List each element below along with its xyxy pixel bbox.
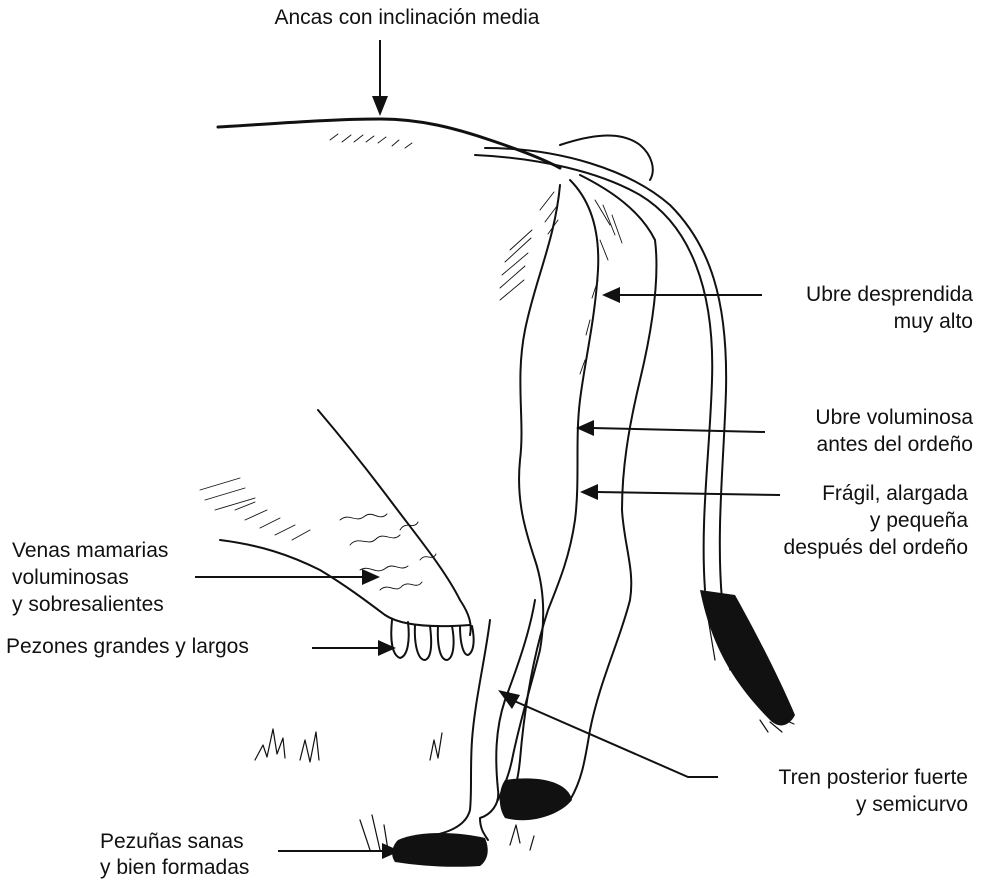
label-pezunas-1: Pezuñas sanas [100,830,244,853]
right-leg-hatching [580,200,622,374]
label-venas-1: Venas mamarias [12,539,168,562]
left-hoof [392,833,488,867]
arrow-pezones [312,640,396,656]
label-fragil-2: y pequeña [870,509,968,532]
right-hoof [500,778,572,820]
hip-hatching [330,134,412,148]
label-venas-2: voluminosas [12,566,129,589]
arrow-ancas [372,40,388,116]
label-fragil-3: después del ordeño [784,536,968,559]
grass [255,729,534,850]
label-ubre-desprendida-2: muy alto [894,310,973,333]
arrow-fragil [580,484,780,500]
arrow-ubre-desprendida [602,287,762,303]
label-tren-1: Tren posterior fuerte [779,766,968,789]
right-leg-outer [570,175,657,800]
arrow-tren [498,690,718,777]
udder-veins [200,478,436,590]
back-line [218,119,560,168]
label-fragil-1: Frágil, alargada [822,482,968,505]
udder-bottom [385,615,470,626]
arrow-venas [195,569,380,585]
label-ubre-desprendida-1: Ubre desprendida [806,283,973,306]
arrow-pezunas [278,843,400,859]
label-ancas: Ancas con inclinación media [275,6,540,29]
label-ubre-voluminosa-2: antes del ordeño [817,433,973,456]
label-venas-3: y sobresalientes [12,593,164,616]
label-pezones: Pezones grandes y largos [6,635,249,658]
arrow-ubre-voluminosa [576,420,765,436]
label-pezunas-2: y bien formadas [100,856,249,879]
tail-switch [700,590,795,732]
left-leg-front [410,620,490,840]
label-ubre-voluminosa-1: Ubre voluminosa [815,406,973,429]
label-tren-2: y semicurvo [856,793,968,816]
flank-hatching [500,192,558,300]
udder-top [318,410,471,635]
